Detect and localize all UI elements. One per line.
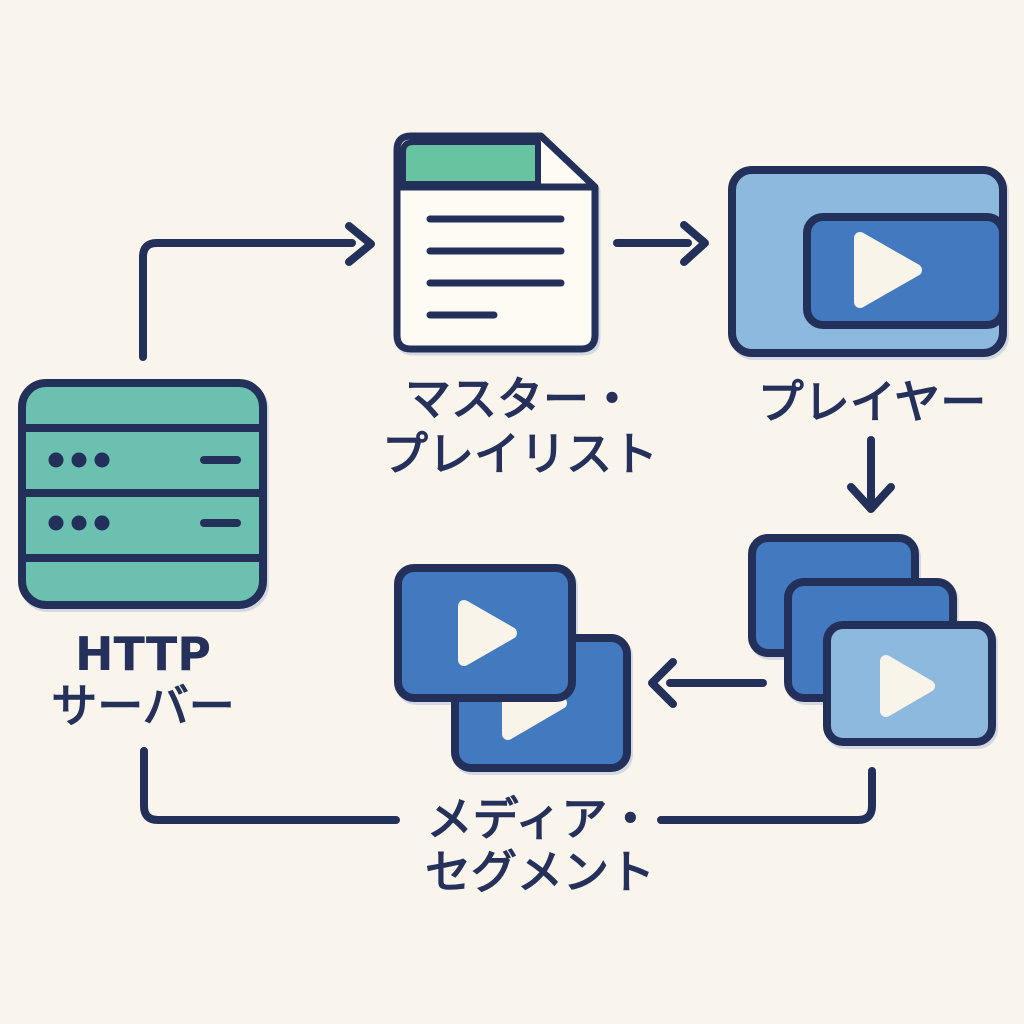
arrowhead-down	[847, 483, 895, 513]
playlist-document-icon	[393, 132, 599, 353]
master-playlist-label: マスター・ プレイリスト	[382, 372, 658, 481]
play-icon	[854, 232, 922, 308]
server-icon	[18, 379, 267, 609]
http-server-label-line-1: HTTP	[75, 627, 211, 681]
http-server-label: HTTP サーバー	[51, 627, 235, 733]
arrow-player-to-segments	[847, 436, 895, 513]
server-led-dot	[71, 515, 87, 531]
player-label-line-1: プレイヤー	[758, 375, 987, 429]
server-led-dot	[48, 452, 64, 468]
master-playlist-label-line-1: マスター・	[405, 372, 635, 426]
video-player-icon	[728, 166, 1007, 357]
document-header-band	[400, 139, 541, 187]
player-label: プレイヤー	[758, 375, 987, 429]
master-playlist-label-line-2: プレイリスト	[382, 427, 658, 481]
server-led-dot	[94, 452, 110, 468]
server-led-dot	[71, 452, 87, 468]
loop-line-left	[140, 747, 400, 824]
media-segments-label-line-2: セグメント	[425, 845, 655, 899]
loop-line-segments-to-server	[140, 747, 876, 824]
arrow-playlist-to-player	[613, 221, 709, 266]
play-icon	[880, 655, 935, 717]
http-server-label-line-2: サーバー	[51, 679, 235, 733]
loop-line-right	[657, 767, 876, 824]
server-led-dot	[48, 515, 64, 531]
arrowhead-right	[680, 221, 709, 266]
arrowhead-right	[345, 222, 375, 266]
media-segments-label: メディア・ セグメント	[425, 792, 655, 899]
server-led-dot	[94, 515, 110, 531]
play-icon	[458, 600, 517, 666]
media-segments-label-line-1: メディア・	[427, 792, 654, 846]
video-segments-icon	[748, 534, 996, 746]
media-segments-icon	[394, 564, 631, 772]
arrowhead-left	[648, 658, 677, 708]
arrow-segments-to-media	[648, 658, 767, 708]
arrow-server-to-playlist	[139, 222, 375, 361]
